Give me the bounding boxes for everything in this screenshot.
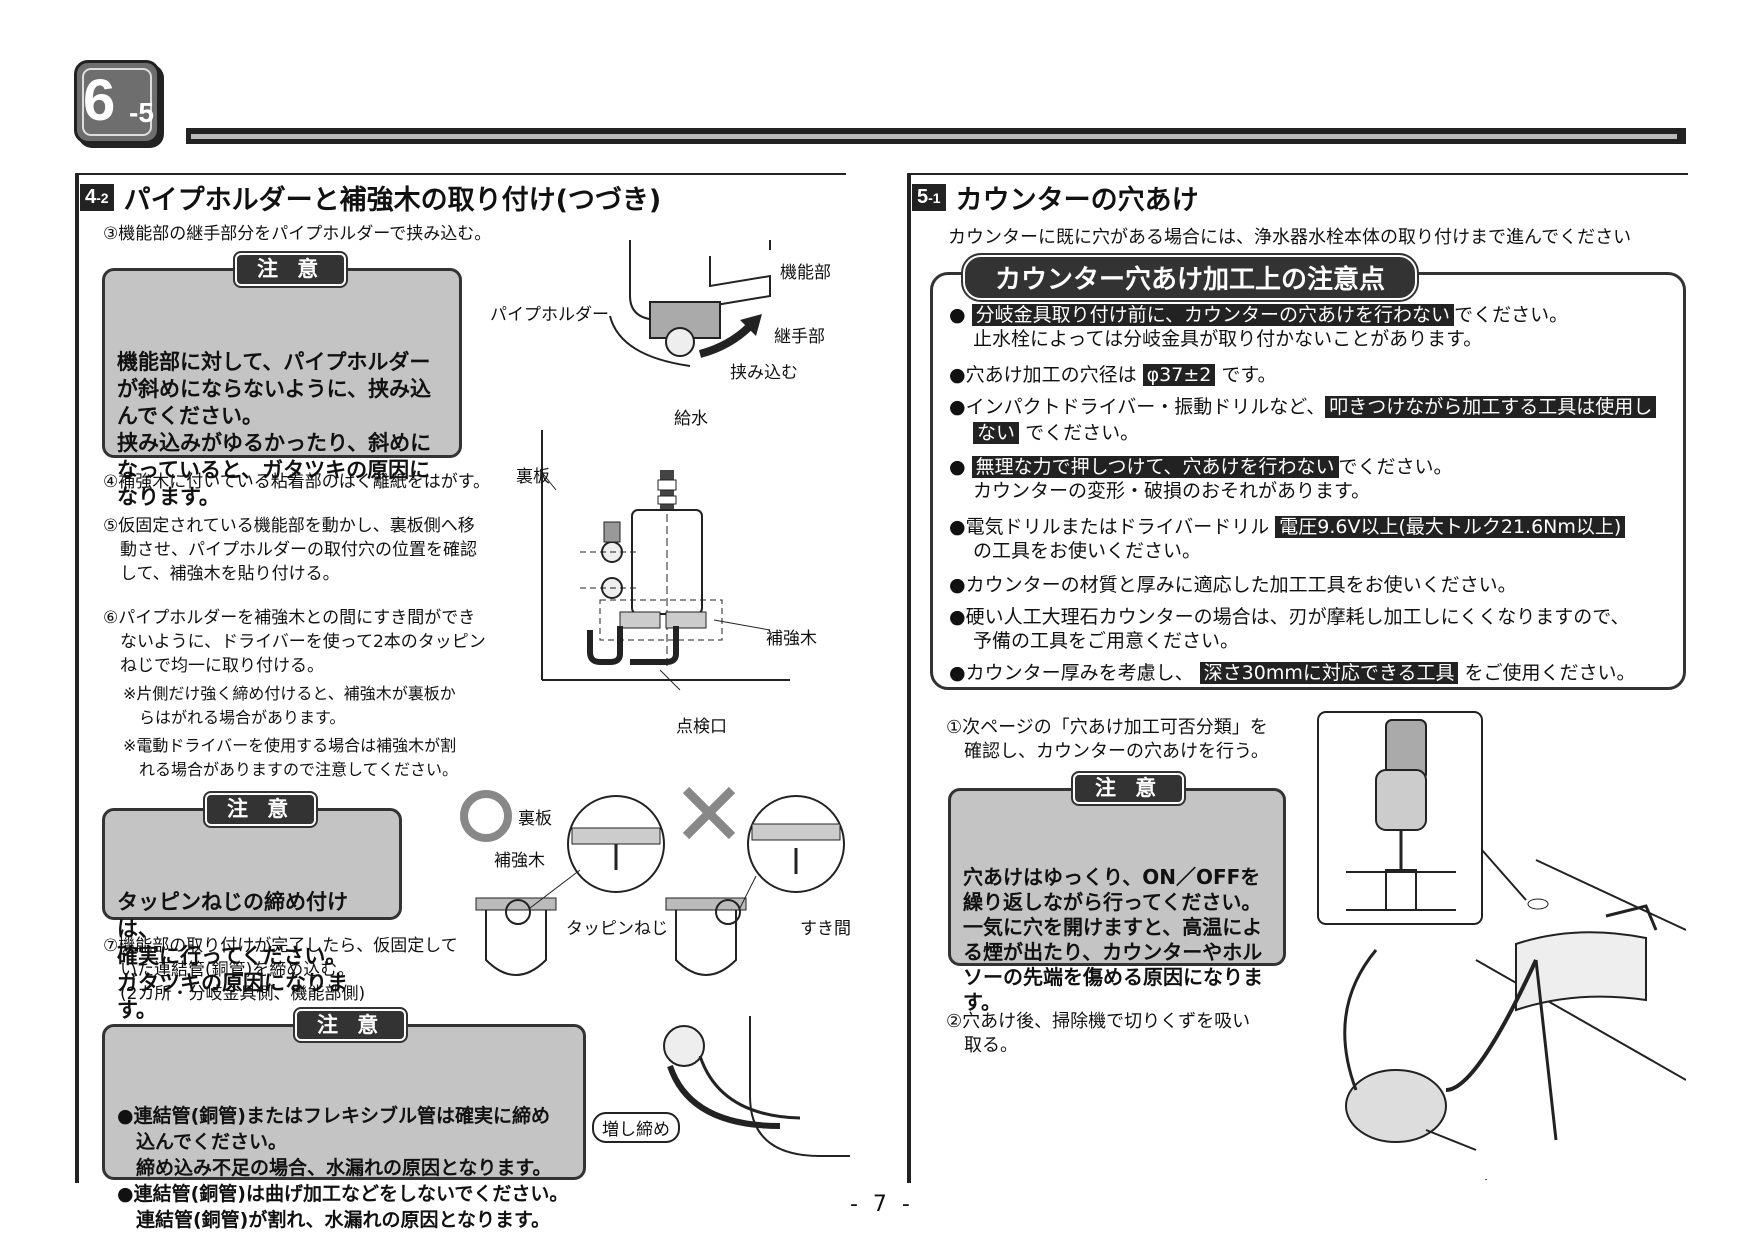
- note-2: ●穴あけ加工の穴径は φ37±2 です。: [949, 364, 1277, 386]
- note-5-sub: の工具をお使いください。: [973, 540, 1202, 562]
- label-mashijime: 増し締め: [592, 1112, 680, 1143]
- caution-tag: 注 意: [232, 251, 349, 288]
- step-1: ①次ページの「穴あけ加工可否分類」を 確認し、カウンターの穴あけを行う。: [946, 717, 1269, 762]
- correct-mark-icon: [460, 790, 512, 842]
- installation-illustration: [539, 430, 790, 691]
- step-7: ⑦機能部の取り付けが完了したら、仮固定して いた連結管(銅管)を締め込む。 (2…: [103, 936, 458, 1004]
- page-number: - 7 -: [850, 1192, 914, 1217]
- step-6: ⑥パイプホルダーを補強木との間にすき間ができ ないように、ドライバーを使って2本…: [103, 608, 486, 676]
- note-1: ● 分岐金具取り付け前に、カウンターの穴あけを行わないでください。: [949, 304, 1569, 326]
- drilling-illustration: [1317, 711, 1686, 1180]
- step-3: ③機能部の継手部分をパイプホルダーで挟み込む。: [103, 224, 492, 244]
- chapter-badge: 6 -5: [74, 60, 160, 144]
- label-tsugite: 継手部: [774, 327, 825, 347]
- note-1-sub: 止水栓によっては分岐金具が取り付かないことがあります。: [973, 328, 1483, 350]
- caution-tag: 注 意: [292, 1007, 409, 1043]
- section-number: 5-1: [912, 184, 946, 211]
- note-4: ● 無理な力で押しつけて、穴あけを行わないでください。: [949, 456, 1453, 478]
- step-4: ④補強木に付いている粘着部のはく離紙をはがす。: [103, 472, 491, 492]
- drilling-notes-box: カウンター穴あけ加工上の注意点 ● 分岐金具取り付け前に、カウンターの穴あけを行…: [930, 253, 1686, 690]
- left-vertical-rule: [75, 173, 79, 1183]
- label-kinoubu: 機能部: [780, 263, 831, 283]
- left-column-rule: [76, 173, 846, 175]
- caution-box-2: 注 意 タッピンねじの締め付けは、 確実に行ってください。 ガタツキの原因になり…: [102, 791, 402, 1022]
- label-tenkenguchi: 点検口: [676, 717, 727, 737]
- note-4-sub: カウンターの変形・破損のおそれがあります。: [973, 480, 1371, 502]
- middle-vertical-rule: [907, 173, 911, 1183]
- caution-tag: 注 意: [1070, 771, 1187, 806]
- label-uraita: 裏板: [516, 467, 550, 487]
- incorrect-mark-icon: [682, 786, 736, 840]
- caution-text: ●連結管(銅管)またはフレキシブル管は確実に締め 込んでください。 締め込み不足…: [117, 1105, 569, 1231]
- step-5: ⑤仮固定されている機能部を動かし、裏板側へ移 動させ、パイプホルダーの取付穴の位…: [103, 516, 477, 584]
- header-rule: [186, 128, 1686, 144]
- section-heading-5-1: 5-1 カウンターの穴あけ: [912, 178, 1199, 217]
- note-8: ●カウンター厚みを考慮し、 深さ30mmに対応できる工具 をご使用ください。: [949, 662, 1636, 684]
- pipe-holder-illustration: [609, 240, 771, 367]
- right-column-rule: [908, 173, 1688, 175]
- chapter-number: 6: [83, 68, 115, 133]
- note-6: ●カウンターの材質と厚みに適応した加工工具をお使いください。: [949, 574, 1517, 596]
- notes-box-title: カウンター穴あけ加工上の注意点: [960, 253, 1420, 302]
- caution-box-right: 注 意 穴あけはゆっくり、ON／OFFを 繰り返しながら行ってください。 一気に…: [948, 771, 1286, 1014]
- label-kyusui: 給水: [674, 409, 708, 429]
- intro-text: カウンターに既に穴がある場合には、浄水器水栓本体の取り付けまで進んでください: [948, 227, 1632, 248]
- label-pipe-holder: パイプホルダー: [490, 305, 609, 325]
- note-7: ●硬い人工大理石カウンターの場合は、刃が摩耗し加工しにくくなりますので、: [949, 606, 1630, 628]
- label-uraita-2: 裏板: [518, 809, 552, 829]
- note-6b: ※電動ドライバーを使用する場合は補強木が割 れる場合がありますので注意してくださ…: [123, 736, 459, 779]
- label-hokyogi: 補強木: [766, 629, 817, 649]
- label-hokyogi-2: 補強木: [494, 851, 545, 871]
- section-title: パイプホルダーと補強木の取り付け(つづき): [123, 185, 662, 216]
- section-title: カウンターの穴あけ: [955, 185, 1199, 216]
- caution-box-3: 注 意 ●連結管(銅管)またはフレキシブル管は確実に締め 込んでください。 締め…: [102, 1007, 586, 1231]
- label-hasamikomu: 挟み込む: [730, 363, 798, 383]
- tapping-screw-comparison: [460, 786, 845, 976]
- section-heading-4-2: 4-2 パイプホルダーと補強木の取り付け(つづき): [80, 178, 661, 217]
- note-7-sub: 予備の工具をご用意ください。: [973, 630, 1240, 652]
- step-2: ②穴あけ後、掃除機で切りくずを吸い 取る。: [946, 1011, 1251, 1056]
- label-sukima: すき間: [800, 919, 851, 939]
- caution-text: 機能部に対して、パイプホルダー が斜めにならないように、挟み込 んでください。 …: [117, 350, 432, 509]
- caution-tag: 注 意: [202, 791, 319, 828]
- caution-box-1: 注 意 機能部に対して、パイプホルダー が斜めにならないように、挟み込 んでくだ…: [102, 251, 462, 509]
- caution-text: 穴あけはゆっくり、ON／OFFを 繰り返しながら行ってください。 一気に穴を開け…: [963, 865, 1263, 1014]
- label-tapping: タッピンねじ: [566, 919, 668, 939]
- caution-text: タッピンねじの締め付けは、 確実に行ってください。 ガタツキの原因になります。: [117, 890, 348, 1022]
- chapter-sub: -5: [129, 97, 154, 128]
- note-3-sub: ない でください。: [973, 421, 1139, 446]
- section-number: 4-2: [80, 184, 114, 211]
- note-6a: ※片側だけ強く締め付けると、補強木が裏板か らはがれる場合があります。: [123, 684, 456, 727]
- note-3: ●インパクトドライバー・振動ドリルなど、叩きつけながら加工する工具は使用し: [949, 395, 1657, 420]
- note-5: ●電気ドリルまたはドライバードリル 電圧9.6V以上(最大トルク21.6Nm以上…: [949, 515, 1626, 540]
- tightening-illustration: [663, 1016, 850, 1157]
